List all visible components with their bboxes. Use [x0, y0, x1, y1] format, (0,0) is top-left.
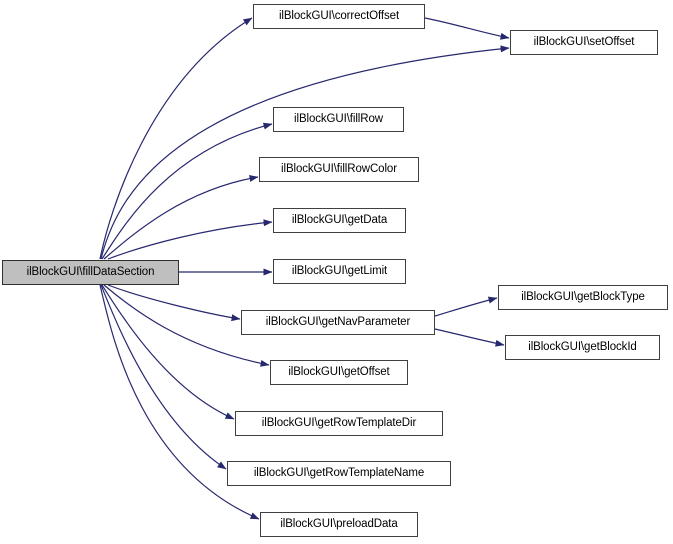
graph-node-label: ilBlockGUI\correctOffset: [278, 9, 400, 22]
graph-edge-fillDataSection-to-getNavParameter: [107, 284, 241, 322]
graph-node-label: ilBlockGUI\getBlockId: [528, 340, 637, 353]
graph-edge-getNavParameter-to-getBlockId: [434, 328, 505, 347]
graph-node-label: ilBlockGUI\setOffset: [533, 35, 635, 48]
graph-node-fillRowColor[interactable]: ilBlockGUI\fillRowColor: [259, 157, 419, 182]
graph-node-getBlockType[interactable]: ilBlockGUI\getBlockType: [498, 285, 668, 310]
graph-edge-correctOffset-to-setOffset: [424, 17, 510, 40]
graph-node-label: ilBlockGUI\getBlockType: [521, 290, 645, 303]
graph-node-label: ilBlockGUI\getOffset: [288, 365, 390, 378]
graph-node-getNavParameter[interactable]: ilBlockGUI\getNavParameter: [241, 310, 435, 335]
graph-node-label: ilBlockGUI\getLimit: [291, 264, 388, 277]
graph-node-setOffset[interactable]: ilBlockGUI\setOffset: [510, 30, 658, 55]
graph-edge-fillDataSection-to-correctOffset: [99, 17, 253, 260]
graph-node-getBlockId[interactable]: ilBlockGUI\getBlockId: [505, 335, 660, 360]
graph-edge-fillDataSection-to-getRowTemplateDir: [101, 284, 235, 420]
graph-node-getRowTemplateDir[interactable]: ilBlockGUI\getRowTemplateDir: [235, 411, 443, 436]
graph-edge-fillDataSection-to-getRowTemplateName: [100, 284, 227, 470]
graph-edge-fillDataSection-to-getData: [107, 219, 273, 260]
graph-node-label: ilBlockGUI\fillRowColor: [281, 162, 397, 175]
graph-node-label: ilBlockGUI\fillRow: [294, 112, 383, 125]
graph-node-correctOffset[interactable]: ilBlockGUI\correctOffset: [253, 4, 425, 29]
graph-edge-getNavParameter-to-getBlockType: [434, 296, 498, 317]
graph-node-label: ilBlockGUI\preloadData: [280, 517, 398, 530]
graph-node-preloadData[interactable]: ilBlockGUI\preloadData: [260, 512, 418, 537]
graph-node-getData[interactable]: ilBlockGUI\getData: [273, 208, 406, 233]
graph-node-getOffset[interactable]: ilBlockGUI\getOffset: [270, 360, 408, 385]
graph-node-label: ilBlockGUI\getRowTemplateDir: [261, 416, 417, 429]
graph-node-label: ilBlockGUI\getNavParameter: [265, 315, 411, 328]
graph-node-getLimit[interactable]: ilBlockGUI\getLimit: [273, 259, 406, 284]
graph-node-getRowTemplateName[interactable]: ilBlockGUI\getRowTemplateName: [227, 461, 451, 486]
graph-edge-fillDataSection-to-fillRowColor: [103, 175, 259, 260]
graph-node-label: ilBlockGUI\fillDataSection: [26, 265, 155, 278]
graph-node-label: ilBlockGUI\getData: [291, 213, 388, 226]
graph-node-fillRow[interactable]: ilBlockGUI\fillRow: [273, 107, 404, 132]
graph-node-label: ilBlockGUI\getRowTemplateName: [253, 466, 425, 479]
graph-edge-fillDataSection-to-fillRow: [101, 122, 273, 260]
graph-node-fillDataSection[interactable]: ilBlockGUI\fillDataSection: [2, 260, 179, 285]
